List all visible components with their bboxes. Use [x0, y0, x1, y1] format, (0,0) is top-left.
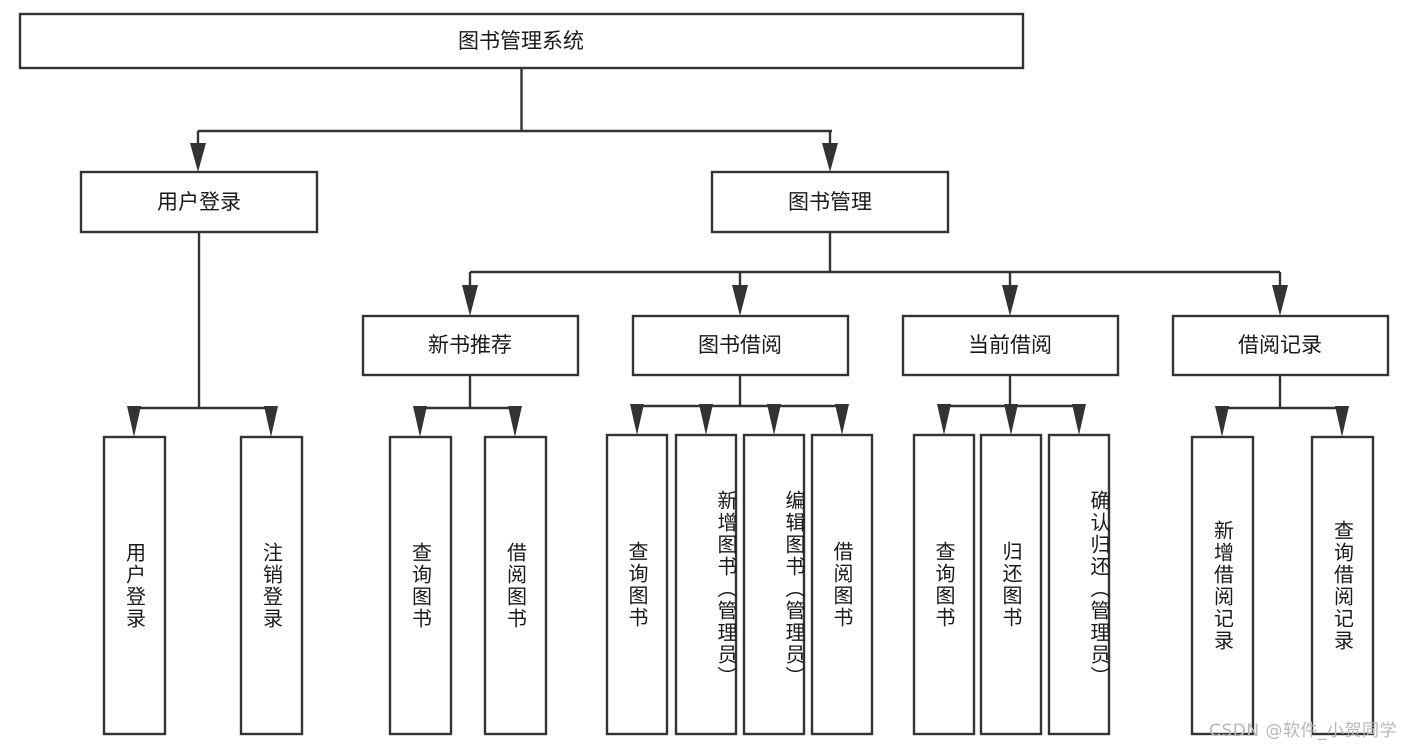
node-book-manage[interactable]: 图书管理 [710, 170, 950, 234]
edge-group-root-to-level2 [190, 68, 838, 172]
node-current-borrow-rect[interactable] [901, 314, 1120, 377]
arrow-head-leaf-query-book-1 [413, 406, 427, 437]
arrow-head-new-book [462, 285, 478, 316]
node-leaf-borrow-book-1-rect[interactable] [483, 435, 548, 736]
edge-group-current-borrow-to-leaves [937, 375, 1086, 435]
node-current-borrow[interactable]: 当前借阅 [901, 314, 1120, 377]
node-user-login-rect[interactable] [79, 170, 319, 234]
edge-group-book-manage-to-level3 [462, 232, 1288, 316]
node-root-label: 图书管理系统 [458, 29, 584, 53]
node-root-rect[interactable] [18, 12, 1025, 70]
node-leaf-query-book-3-rect[interactable] [912, 433, 976, 736]
arrow-head-book-borrow [732, 285, 748, 316]
node-leaf-confirm-return-admin-rect[interactable] [1047, 433, 1111, 736]
node-book-manage-rect[interactable] [710, 170, 950, 234]
arrow-head-leaf-query-borrow-record [1335, 406, 1349, 437]
node-leaf-add-book-admin-rect[interactable] [674, 433, 738, 736]
arrow-head-current-borrow [1002, 285, 1018, 316]
arrow-head-leaf-edit-book-admin [767, 404, 781, 435]
node-current-borrow-label: 当前借阅 [968, 333, 1052, 357]
edge-group-borrow-record-to-leaves [1215, 375, 1349, 437]
arrow-head-leaf-user-login [127, 406, 141, 437]
arrow-head-leaf-add-borrow-record [1215, 406, 1229, 437]
arrow-head-leaf-query-book-2 [630, 404, 644, 435]
node-leaf-edit-book-admin-rect[interactable] [742, 433, 806, 736]
arrow-head-user-login [190, 143, 206, 172]
node-leaf-query-borrow-record-rect[interactable] [1310, 435, 1375, 736]
edge-group-user-login-to-leaves [127, 232, 278, 437]
node-leaf-borrow-book-2-rect[interactable] [810, 433, 874, 736]
node-root[interactable]: 图书管理系统 [18, 12, 1025, 70]
arrow-head-leaf-query-book-3 [937, 404, 951, 435]
node-leaf-return-book-rect[interactable] [979, 433, 1043, 736]
node-book-borrow-label: 图书借阅 [698, 333, 782, 357]
node-book-manage-label: 图书管理 [788, 190, 872, 214]
edge-group-new-book-to-leaves [413, 375, 522, 437]
node-borrow-record-rect[interactable] [1171, 314, 1390, 377]
node-borrow-record-label: 借阅记录 [1238, 333, 1322, 357]
arrow-head-leaf-return-book [1004, 404, 1018, 435]
node-new-book-recommend[interactable]: 新书推荐 [361, 314, 580, 377]
edge-group-book-borrow-to-leaves [630, 375, 849, 435]
node-leaf-query-book-1-rect[interactable] [388, 435, 453, 736]
arrow-head-leaf-add-book-admin [699, 404, 713, 435]
node-borrow-record[interactable]: 借阅记录 [1171, 314, 1390, 377]
arrow-head-leaf-borrow-book-2 [835, 404, 849, 435]
arrow-head-borrow-record [1272, 285, 1288, 316]
node-new-book-recommend-rect[interactable] [361, 314, 580, 377]
arrow-head-leaf-logout-login [264, 406, 278, 437]
csdn-watermark: CSDN @软件_小贺同学 [1209, 721, 1397, 741]
node-user-login[interactable]: 用户登录 [79, 170, 319, 234]
node-leaf-user-login-rect[interactable] [102, 435, 167, 736]
node-book-borrow-rect[interactable] [631, 314, 850, 377]
node-leaf-query-book-2-rect[interactable] [605, 433, 669, 736]
node-new-book-recommend-label: 新书推荐 [428, 333, 512, 357]
leaf-rect-group [102, 433, 1375, 736]
node-leaf-add-borrow-record-rect[interactable] [1190, 435, 1255, 736]
node-book-borrow[interactable]: 图书借阅 [631, 314, 850, 377]
arrow-head-leaf-confirm-return-admin [1072, 404, 1086, 435]
node-leaf-logout-login-rect[interactable] [239, 435, 304, 736]
arrow-head-book-manage [822, 143, 838, 172]
arrow-head-leaf-borrow-book-1 [508, 406, 522, 437]
node-user-login-label: 用户登录 [157, 190, 241, 214]
